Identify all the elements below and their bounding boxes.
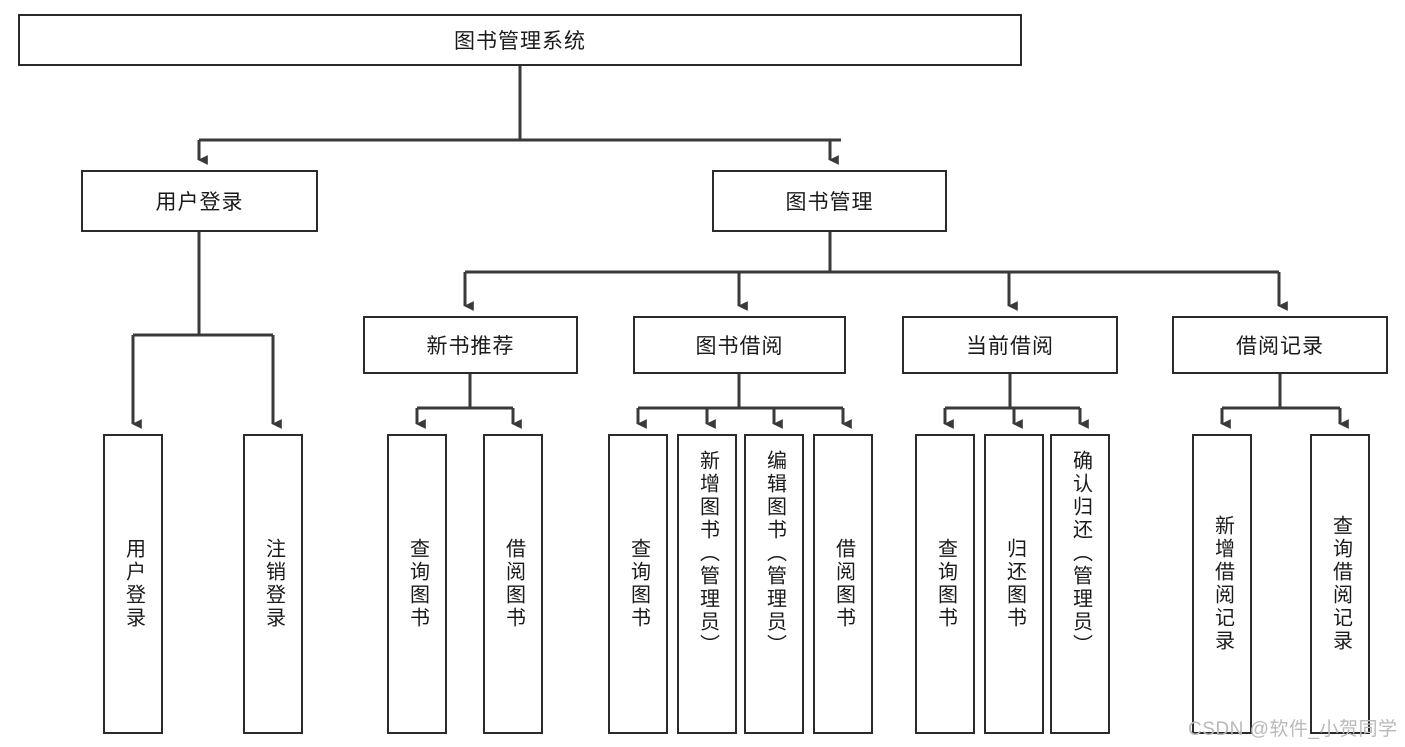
leaf-current-confirm-return-label: 确认归还（管理员） [1069, 450, 1092, 657]
leaf-borrow-edit-book[interactable]: 编辑图书（管理员） [744, 434, 804, 734]
leaf-borrow-edit-book-label: 编辑图书（管理员） [763, 450, 786, 657]
node-borrow-record-label: 借阅记录 [1236, 335, 1324, 358]
leaf-current-return-book[interactable]: 归还图书 [984, 434, 1044, 734]
leaf-record-add[interactable]: 新增借阅记录 [1192, 434, 1252, 734]
node-new-book-recommend[interactable]: 新书推荐 [363, 316, 578, 374]
node-root-label: 图书管理系统 [454, 30, 586, 53]
node-current-borrow[interactable]: 当前借阅 [902, 316, 1118, 374]
leaf-record-add-label: 新增借阅记录 [1211, 515, 1234, 653]
node-current-borrow-label: 当前借阅 [966, 335, 1054, 358]
leaf-logout-label: 注销登录 [262, 538, 285, 630]
leaf-current-return-book-label: 归还图书 [1003, 538, 1026, 630]
leaf-newbook-borrow-book[interactable]: 借阅图书 [483, 434, 543, 734]
leaf-logout[interactable]: 注销登录 [243, 434, 303, 734]
leaf-record-query-label: 查询借阅记录 [1329, 515, 1352, 653]
node-root[interactable]: 图书管理系统 [18, 14, 1022, 66]
node-book-management-label: 图书管理 [785, 191, 874, 214]
leaf-borrow-query-book-label: 查询图书 [627, 538, 650, 630]
leaf-newbook-query-book-label: 查询图书 [406, 538, 429, 630]
node-user-login-label: 用户登录 [155, 191, 244, 214]
node-book-borrow-label: 图书借阅 [695, 335, 784, 358]
leaf-current-confirm-return[interactable]: 确认归还（管理员） [1050, 434, 1110, 734]
leaf-user-login[interactable]: 用户登录 [103, 434, 163, 734]
node-user-login[interactable]: 用户登录 [81, 170, 318, 232]
leaf-record-query[interactable]: 查询借阅记录 [1310, 434, 1370, 734]
leaf-newbook-query-book[interactable]: 查询图书 [387, 434, 447, 734]
leaf-borrow-add-book[interactable]: 新增图书（管理员） [677, 434, 737, 734]
leaf-borrow-borrow-book[interactable]: 借阅图书 [813, 434, 873, 734]
leaf-user-login-label: 用户登录 [122, 538, 145, 630]
leaf-newbook-borrow-book-label: 借阅图书 [502, 538, 525, 630]
leaf-borrow-borrow-book-label: 借阅图书 [832, 538, 855, 630]
node-book-borrow[interactable]: 图书借阅 [633, 316, 846, 374]
leaf-current-query-book[interactable]: 查询图书 [915, 434, 975, 734]
node-book-management[interactable]: 图书管理 [712, 170, 947, 232]
watermark: CSDN @软件_小贺同学 [1188, 719, 1398, 740]
leaf-borrow-add-book-label: 新增图书（管理员） [696, 450, 719, 657]
node-borrow-record[interactable]: 借阅记录 [1172, 316, 1388, 374]
leaf-current-query-book-label: 查询图书 [934, 538, 957, 630]
leaf-borrow-query-book[interactable]: 查询图书 [608, 434, 668, 734]
node-new-book-recommend-label: 新书推荐 [426, 335, 515, 358]
